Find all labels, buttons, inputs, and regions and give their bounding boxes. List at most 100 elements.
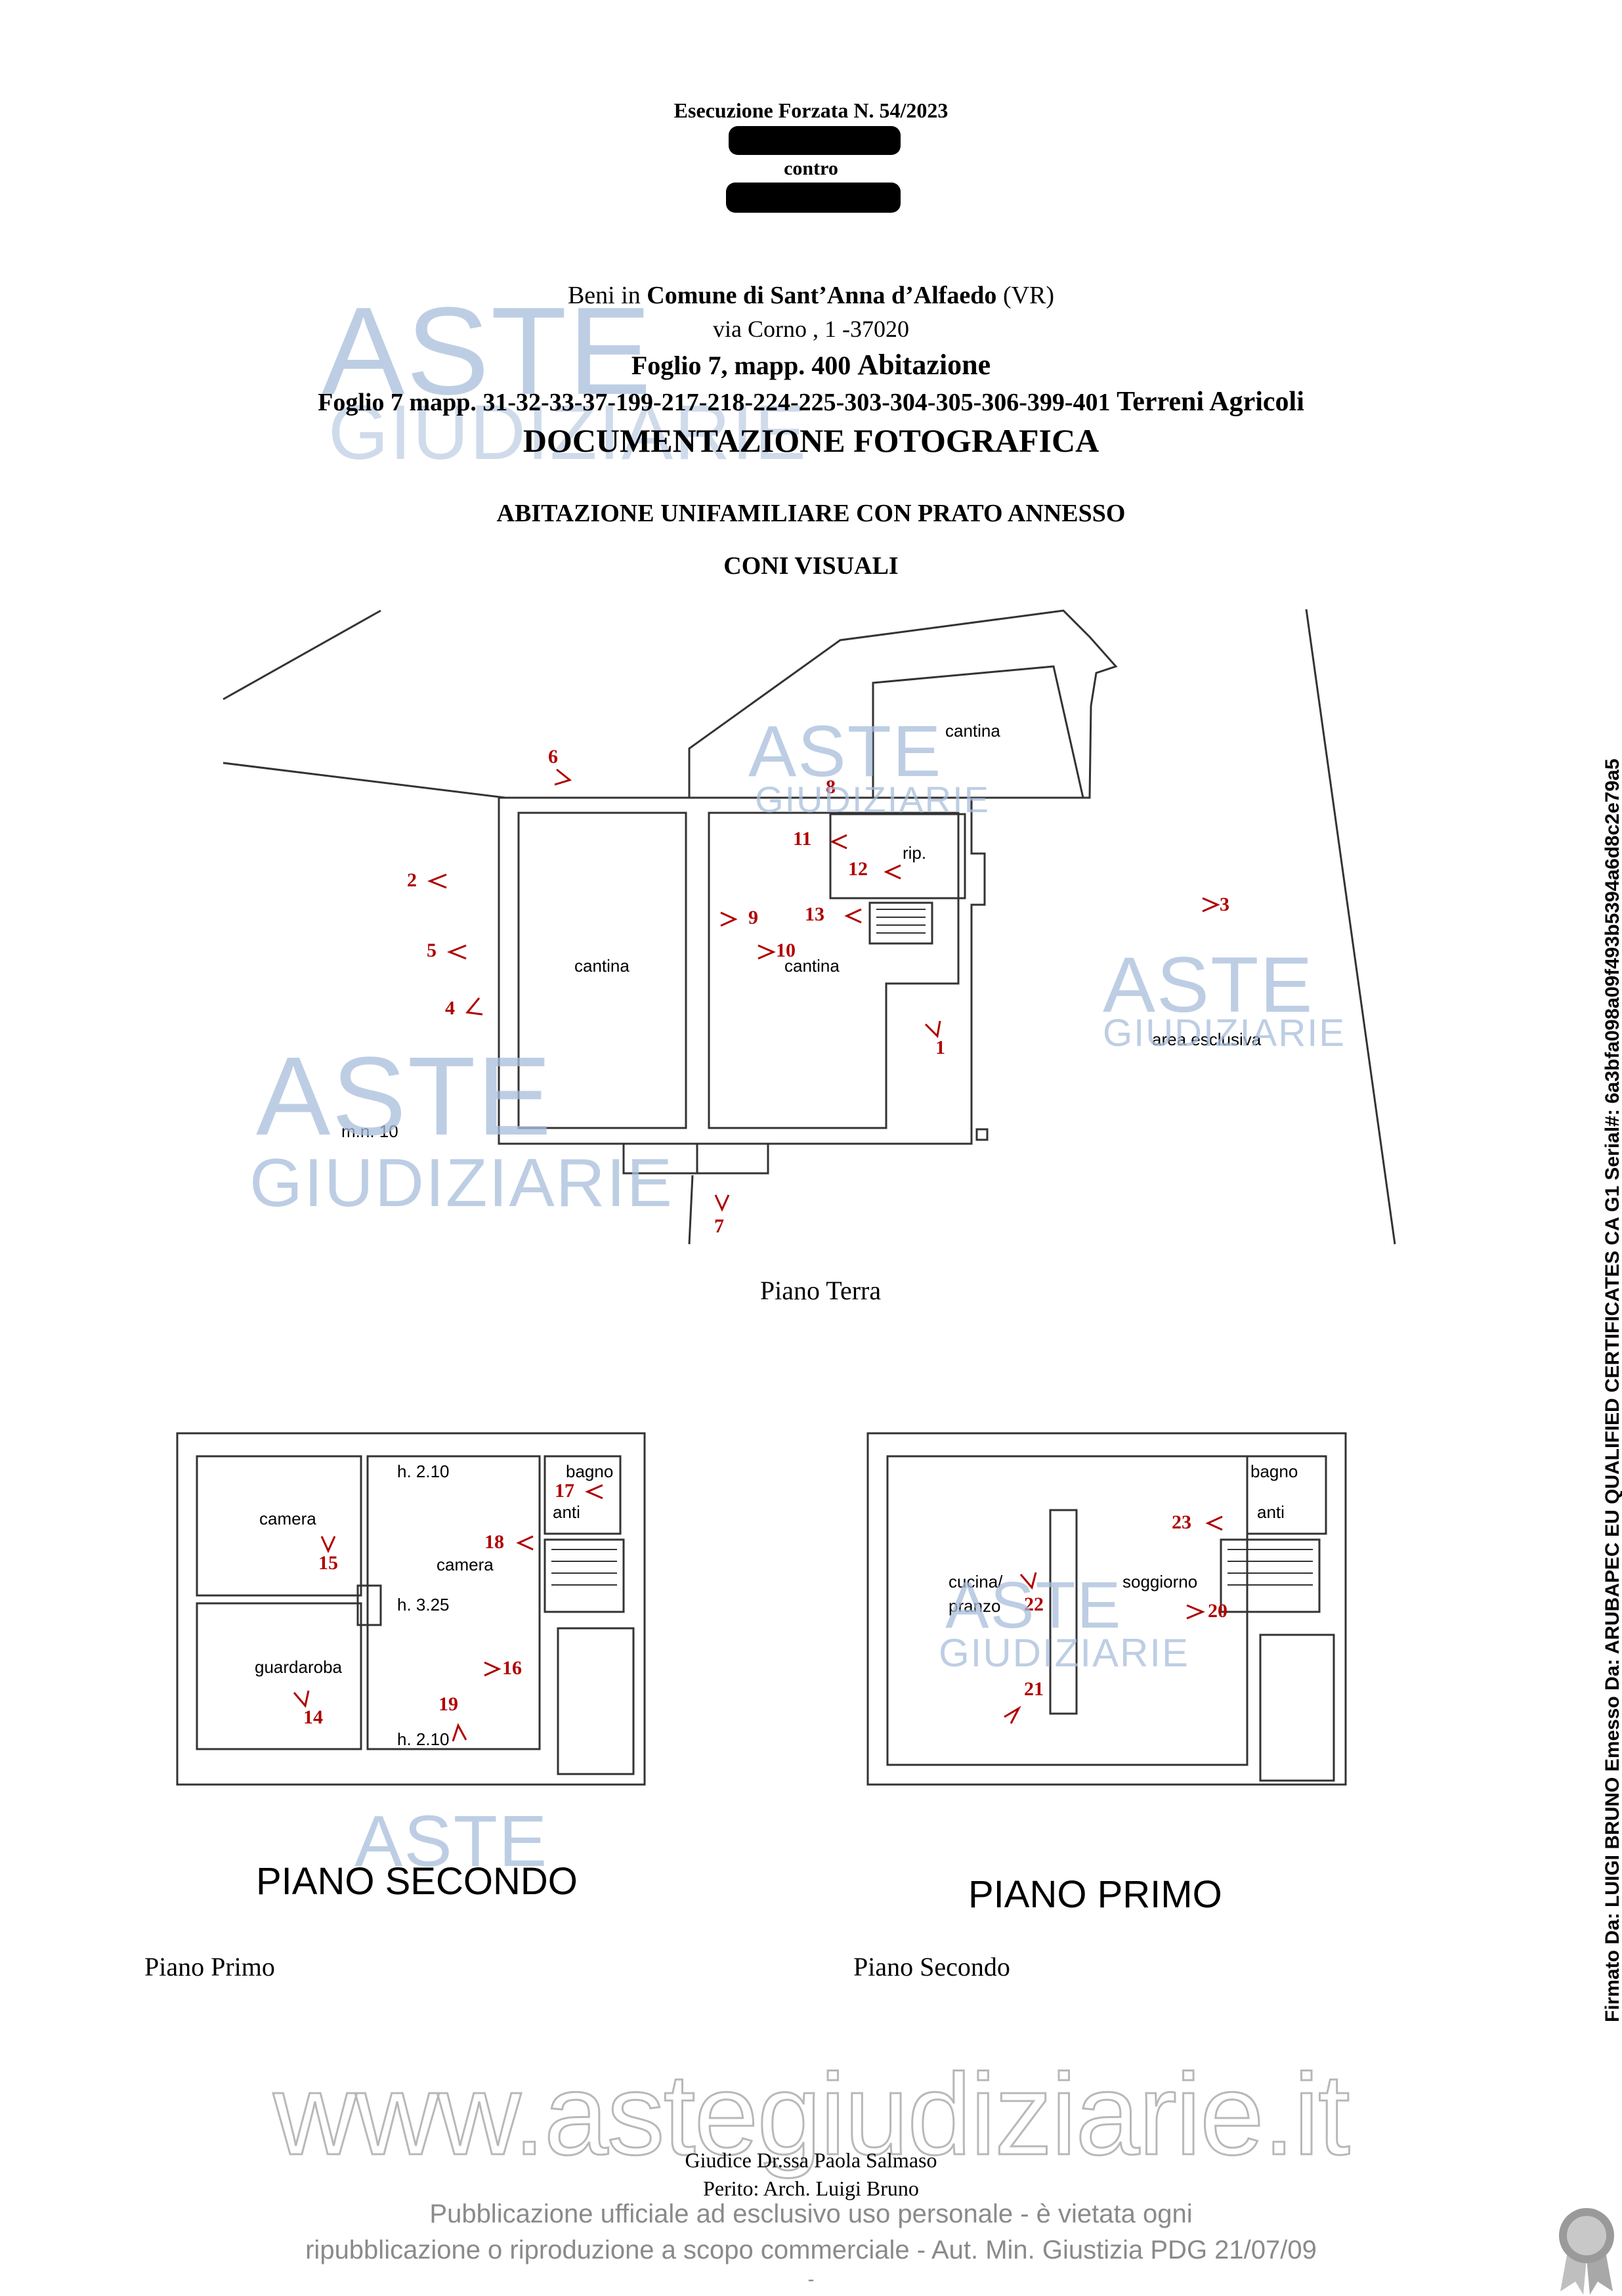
view-cone-icon (758, 944, 776, 960)
view-marker-4: 4 (445, 997, 455, 1019)
view-marker-11: 11 (793, 828, 811, 850)
footer-notice-line1: Pubblicazione ufficiale ad esclusivo uso… (429, 2199, 1193, 2228)
site-boundary-line (1305, 609, 1396, 1245)
property-terreni: Foglio 7 mapp. 31-32-33-37-199-217-218-2… (318, 387, 1304, 417)
mn-label: m.n. 10 (341, 1121, 398, 1141)
plan-title-piano-secondo: PIANO SECONDO (256, 1860, 578, 1903)
view-marker-6: 6 (548, 746, 558, 768)
chimney (356, 1584, 382, 1626)
small-square (975, 1128, 989, 1141)
room-label-camera: camera (259, 1509, 316, 1528)
view-cone-icon (554, 768, 572, 786)
watermark-aste: ASTE (322, 282, 653, 421)
view-cone-icon (1205, 1515, 1223, 1531)
exterior-stair (557, 1627, 635, 1775)
room-camera-large (366, 1455, 541, 1750)
view-cone-icon (585, 1484, 603, 1500)
redaction-bar (729, 126, 901, 155)
doc-title: DOCUMENTAZIONE FOTOGRAFICA (523, 422, 1099, 459)
entry-path (688, 1175, 694, 1245)
room-bagno (1246, 1455, 1327, 1535)
view-marker-1: 1 (935, 1037, 945, 1058)
property-line1: Beni in Comune di Sant’Anna d’Alfaedo (V… (567, 282, 1055, 309)
room-label-camera: camera (437, 1555, 494, 1574)
room-label-cantina: cantina (945, 721, 1000, 741)
view-cone-icon (427, 873, 447, 889)
footer-dash: - (807, 2268, 815, 2290)
stair (544, 1538, 625, 1613)
view-cone-icon (720, 911, 738, 927)
footer-notice-line2: ripubblicazione o riproduzione a scopo c… (305, 2236, 1317, 2264)
room-label-guardaroba: guardaroba (255, 1657, 343, 1677)
view-cone-icon (320, 1536, 336, 1553)
watermark-giudiziarie: GIUDIZIARIE (1103, 1012, 1346, 1054)
view-marker-22: 22 (1024, 1593, 1044, 1615)
view-marker-8: 8 (826, 776, 836, 798)
view-marker-7: 7 (714, 1215, 724, 1237)
view-cone-icon (516, 1535, 534, 1551)
area-label: area esclusiva (1152, 1029, 1262, 1049)
watermark-giudiziarie: GIUDIZIARIE (249, 1145, 674, 1221)
view-marker-16: 16 (502, 1657, 522, 1679)
seal-icon (1559, 2208, 1614, 2295)
view-cone-icon (293, 1690, 310, 1708)
view-marker-3: 3 (1220, 894, 1229, 915)
view-marker-12: 12 (848, 858, 868, 880)
view-cone-icon (830, 834, 847, 850)
room-label-anti: anti (553, 1502, 580, 1522)
site-boundary-line (223, 609, 381, 701)
view-marker-20: 20 (1208, 1600, 1227, 1622)
view-cone-icon (1202, 897, 1220, 913)
footer-giudice: Giudice Dr.ssa Paola Salmaso (685, 2148, 937, 2172)
cantina-top-inner (872, 665, 1084, 799)
room-label-bagno: bagno (566, 1462, 613, 1481)
view-marker-21: 21 (1024, 1678, 1044, 1700)
case-title: Esecuzione Forzata N. 54/2023 (673, 98, 949, 122)
view-cone-icon (924, 1020, 941, 1039)
view-marker-17: 17 (555, 1480, 574, 1502)
footer-perito: Perito: Arch. Luigi Bruno (703, 2177, 919, 2200)
stair (1220, 1538, 1321, 1613)
view-marker-13: 13 (805, 903, 824, 925)
subtitle: ABITAZIONE UNIFAMILIARE CON PRATO ANNESS… (496, 500, 1126, 527)
redaction-bar (726, 183, 901, 213)
property-address: via Corno , 1 -37020 (713, 316, 909, 342)
floor-outline-primo (866, 1432, 1347, 1786)
height-label: h. 2.10 (397, 1729, 450, 1749)
view-marker-5: 5 (427, 940, 437, 961)
view-cone-icon (1186, 1604, 1205, 1620)
rip-room (829, 813, 966, 899)
watermark-site: www.astegiudiziarie.it (272, 2050, 1351, 2180)
entry-step (622, 1142, 769, 1175)
room-label-cucina: cucina/ (949, 1572, 1003, 1592)
view-marker-9: 9 (748, 907, 758, 928)
room-bagno (544, 1455, 622, 1535)
view-cone-icon (844, 908, 862, 924)
central-wall (1049, 1509, 1078, 1715)
room-label-rip: rip. (903, 843, 926, 863)
watermark-aste: ASTE (945, 1569, 1122, 1642)
room-label-soggiorno: soggiorno (1122, 1572, 1197, 1592)
watermark-giudiziarie: GIUDIZIARIE (328, 389, 808, 476)
view-marker-15: 15 (318, 1552, 338, 1574)
room-label-cantina: cantina (574, 956, 630, 976)
view-marker-18: 18 (484, 1531, 504, 1553)
caption-piano-terra: Piano Terra (759, 1276, 882, 1305)
cantina-right-room (708, 812, 960, 1129)
floor-outline-secondo (176, 1432, 646, 1786)
view-cone-icon (446, 944, 467, 960)
subtitle-coni: CONI VISUALI (723, 552, 899, 580)
caption-piano-primo: Piano Primo (144, 1952, 275, 1982)
watermark-aste: ASTE (1103, 941, 1314, 1029)
watermark-aste: ASTE (354, 1801, 549, 1882)
caption-piano-secondo: Piano Secondo (853, 1952, 1010, 1982)
digital-signature-text: Firmato Da: LUIGI BRUNO Emesso Da: ARUBA… (1602, 758, 1622, 2022)
view-cone-icon (452, 1723, 467, 1742)
room-soggiorno-cucina (886, 1455, 1249, 1766)
view-marker-2: 2 (407, 869, 417, 891)
room-label-bagno: bagno (1250, 1462, 1298, 1481)
view-cone-icon (884, 864, 901, 880)
room-camera-small (196, 1455, 362, 1597)
